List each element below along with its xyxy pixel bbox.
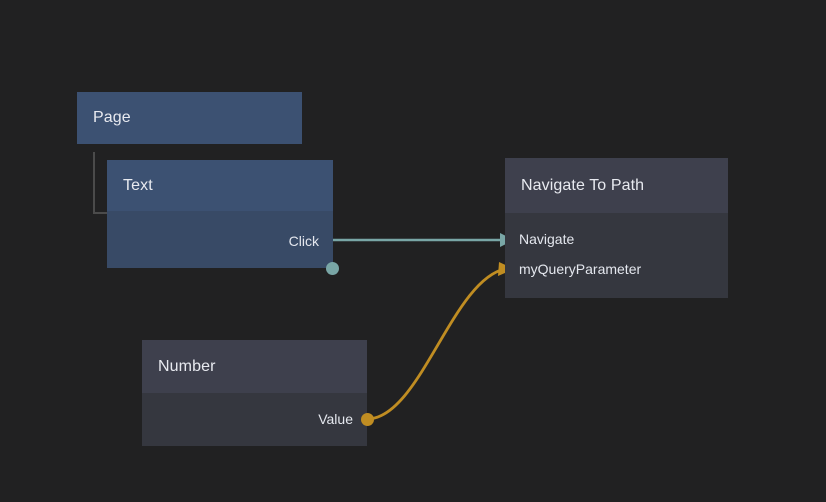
port-dot-value-output[interactable] [361, 413, 374, 426]
node-page-title: Page [93, 109, 131, 126]
node-navigate-to-path-header[interactable]: Navigate To Path [505, 158, 728, 213]
node-number-body: Value [142, 393, 367, 446]
node-number-header[interactable]: Number [142, 340, 367, 393]
port-row-myqueryparameter-input[interactable]: myQueryParameter [505, 259, 742, 279]
node-text-header[interactable]: Text [107, 160, 333, 211]
port-label-navigate: Navigate [519, 231, 575, 247]
node-navigate-to-path[interactable]: Navigate To Path Navigate myQueryParamet… [505, 158, 728, 298]
node-text[interactable]: Text Click [107, 160, 339, 275]
node-navigate-to-path-body: Navigate myQueryParameter [505, 213, 728, 298]
port-row-number-value[interactable]: Value [128, 409, 367, 429]
port-row-text-click[interactable]: Click [93, 231, 333, 251]
port-row-navigate-input[interactable]: Navigate [505, 229, 742, 249]
node-page-header[interactable]: Page [77, 92, 302, 144]
port-label-myqueryparameter: myQueryParameter [519, 261, 642, 277]
edge-value-to-myqueryparameter[interactable] [365, 262, 514, 421]
node-navigate-to-path-title: Navigate To Path [521, 176, 645, 194]
node-number-title: Number [158, 357, 216, 375]
node-number[interactable]: Number Value [142, 340, 374, 446]
node-text-body: Click [107, 211, 333, 268]
port-label-click: Click [288, 233, 319, 249]
port-dot-click-output[interactable] [326, 262, 339, 275]
edge-click-to-navigate[interactable] [331, 233, 514, 247]
hierarchy-connector-line [93, 152, 107, 214]
port-label-value: Value [318, 411, 353, 427]
node-text-title: Text [123, 176, 153, 194]
node-page[interactable]: Page [77, 92, 302, 144]
